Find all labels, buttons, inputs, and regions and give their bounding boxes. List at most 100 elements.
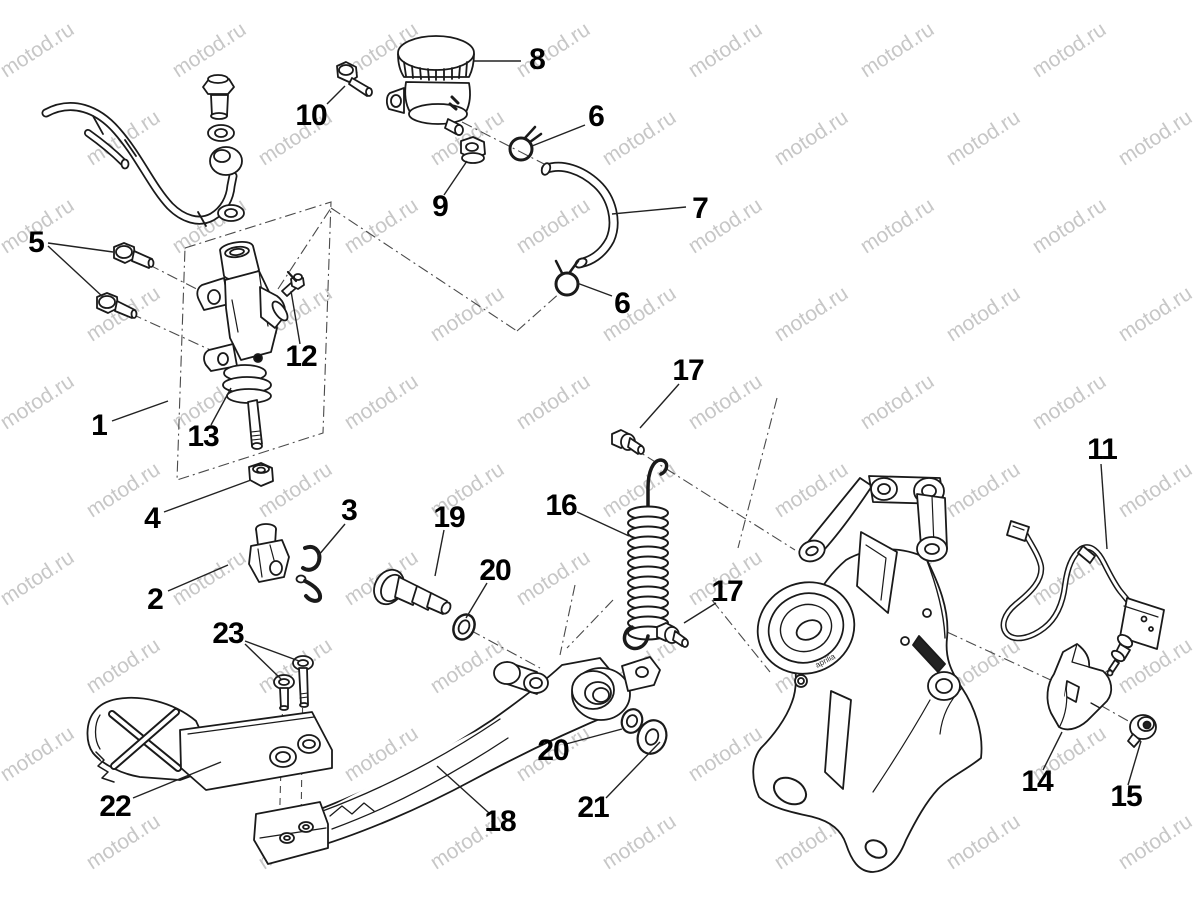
leader-line-holder-bolt [1128,741,1141,785]
leader-line-master-cylinder-assembly [112,401,168,421]
watermark-text: motod.ru [598,282,680,346]
leader-line-flat-washer [606,742,660,798]
reservoir-hose [540,162,613,269]
footpeg-plate [180,712,332,790]
pedal-clevis-boss [494,662,548,694]
watermark-text: motod.ru [254,106,336,170]
watermark-text: motod.ru [0,722,78,786]
watermark-text: motod.ru [856,370,938,434]
watermark-text: motod.ru [942,106,1024,170]
watermark-text: motod.ru [82,634,164,698]
leader-line-clevis [168,565,228,591]
leader-line-retaining-clip [318,524,345,556]
watermark-text: motod.ru [168,898,250,902]
mounting-bolt-upper [114,243,154,268]
banjo-fitting [203,75,244,221]
leader-line-washer-small-2 [566,729,622,744]
mounting-bolt-lower [97,293,137,318]
leader-line-footpeg [133,762,221,798]
leader-line-reservoir-hose [612,207,686,214]
reservoir-mount-bolt [337,62,372,96]
hose-clamp-upper [510,127,541,160]
leader-line-mounting-bolts [48,243,113,252]
leader-line-footpeg-screws [245,644,281,679]
mounting-bracket: aprilia [743,476,982,872]
watermark-text: motod.ru [340,194,422,258]
footpeg-screw-1 [293,656,313,707]
watermark-text: motod.ru [0,546,78,610]
leader-line-hose-clamp-lower [577,283,612,296]
assembly-box [177,202,331,480]
watermark-text: motod.ru [426,458,508,522]
watermark-text: motod.ru [1028,722,1110,786]
watermark-text: motod.ru [1114,106,1196,170]
watermark-text: motod.ru [82,458,164,522]
leader-line-union-nut [444,161,467,195]
washer-small [449,611,478,643]
watermark-text: motod.ru [684,18,766,82]
fluid-reservoir [387,36,474,135]
retaining-clip [297,547,321,601]
leader-line-pivot-bolt [435,530,444,576]
watermark-text: motod.ru [1028,370,1110,434]
watermark-text: motod.ru [1114,282,1196,346]
clevis [249,524,289,582]
piston-boot [223,365,271,403]
projection-lines [112,122,1130,722]
watermark-text: motod.ru [684,898,766,902]
lock-nut [249,463,273,486]
watermark-text: motod.ru [1114,458,1196,522]
leader-line-footpeg-screws [245,641,299,661]
holder-bolt [1128,715,1156,747]
watermark-text: motod.ru [0,370,78,434]
flat-washer [633,716,671,758]
watermark-text: motod.ru [856,18,938,82]
leader-line-piston-boot [211,388,231,425]
watermark-text: motod.ru [598,810,680,874]
washer-small-2 [618,706,645,735]
union-nut [461,137,485,163]
watermark-text: motod.ru [340,898,422,902]
watermark-text: motod.ru [770,106,852,170]
watermark-text: motod.ru [942,458,1024,522]
switch-connector [1007,521,1029,541]
switch-body [1120,598,1164,649]
pushrod [248,400,262,449]
watermark-text: motod.ru [426,810,508,874]
pivot-bolt [368,565,452,616]
watermark-text: motod.ru [1028,194,1110,258]
brake-light-switch [1004,521,1164,676]
spring-bolt-upper [612,430,644,454]
watermark-text: motod.ru [598,106,680,170]
footpeg [87,698,332,790]
watermark-text: motod.ru [942,282,1024,346]
watermark-text: motod.ru [856,194,938,258]
leader-lines-layer [48,61,1141,813]
watermark-text: motod.ru [1114,810,1196,874]
leader-line-switch-holder [1043,732,1062,770]
watermark-text: motod.ru [82,810,164,874]
watermark-text: motod.ru [942,810,1024,874]
leader-line-return-spring [577,512,629,536]
watermark-text: motod.ru [856,898,938,902]
pedal-pivot-boss [572,668,630,720]
watermark-text: motod.ru [340,370,422,434]
watermark-text: motod.ru [512,194,594,258]
bleed-screw [282,272,304,296]
watermark-text: motod.ru [512,370,594,434]
hose-clamp-lower [556,261,578,295]
watermark-text: motod.ru [512,18,594,82]
brake-pedal [254,657,660,864]
watermark-text: motod.ru [512,898,594,902]
watermark-text: motod.ru [684,194,766,258]
leader-line-bleed-screw [291,291,300,344]
leader-line-washer-small [466,583,487,618]
watermark-text: motod.ru [0,18,78,82]
footpeg-screw-2 [274,675,294,710]
watermark-text: motod.ru [0,898,78,902]
switch-holder [1047,644,1111,729]
leader-line-spring-bolt-upper [640,384,679,428]
watermark-text: motod.ru [770,282,852,346]
